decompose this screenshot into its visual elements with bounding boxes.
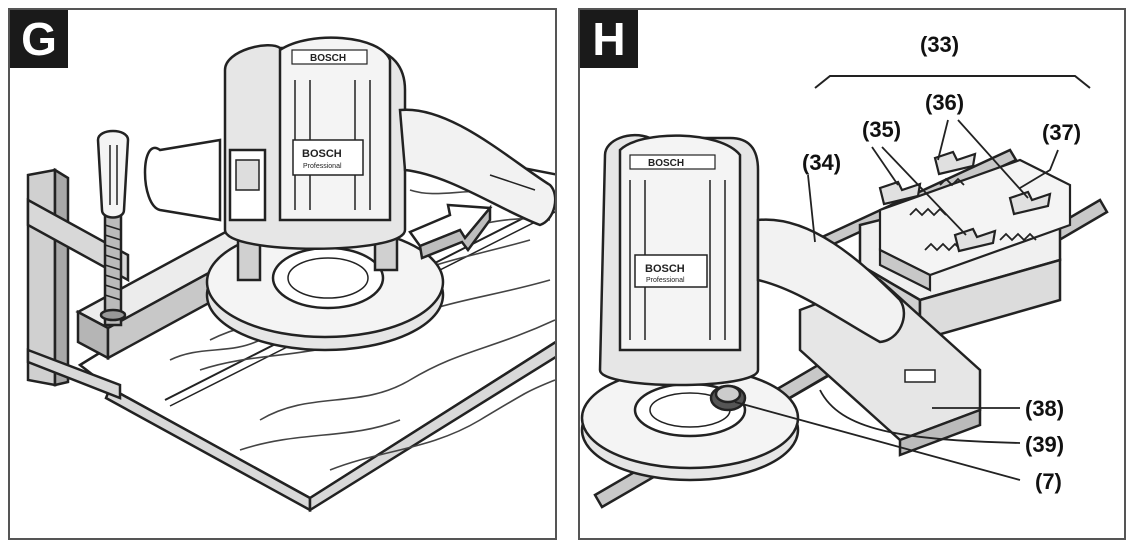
router-g	[143, 36, 555, 352]
callout-33: (33)	[920, 32, 959, 57]
figure-panel-g: G	[8, 8, 557, 540]
illustration-g: BOSCH Professional BOSCH	[26, 36, 555, 513]
figure-panel-h: H	[578, 8, 1126, 540]
router-top-brand: BOSCH	[310, 53, 346, 64]
feed-direction-arrow	[408, 203, 493, 260]
callout-bracket-33	[814, 75, 1091, 89]
callout-39: (39)	[1025, 432, 1064, 457]
callout-37: (37)	[1042, 120, 1081, 145]
callout-34: (34)	[802, 150, 841, 175]
callout-38: (38)	[1025, 396, 1064, 421]
router-h	[580, 133, 906, 482]
router-h-brand-label: BOSCH	[645, 263, 685, 275]
screw-clamp	[26, 129, 130, 400]
illustration-h: BOSCH Professional BOSCH (33) (36) (35) …	[580, 32, 1109, 509]
router-h-model-label: Professional	[646, 277, 685, 284]
callout-36: (36)	[925, 90, 964, 115]
router-model-label: Professional	[303, 163, 342, 170]
panel-letter-g: G	[10, 10, 68, 68]
panel-letter-h: H	[580, 10, 638, 68]
callout-7: (7)	[1035, 469, 1062, 494]
router-h-top-brand: BOSCH	[648, 158, 684, 169]
callout-35: (35)	[862, 117, 901, 142]
router-brand-label: BOSCH	[302, 148, 342, 160]
callout-leaders	[734, 119, 1059, 481]
